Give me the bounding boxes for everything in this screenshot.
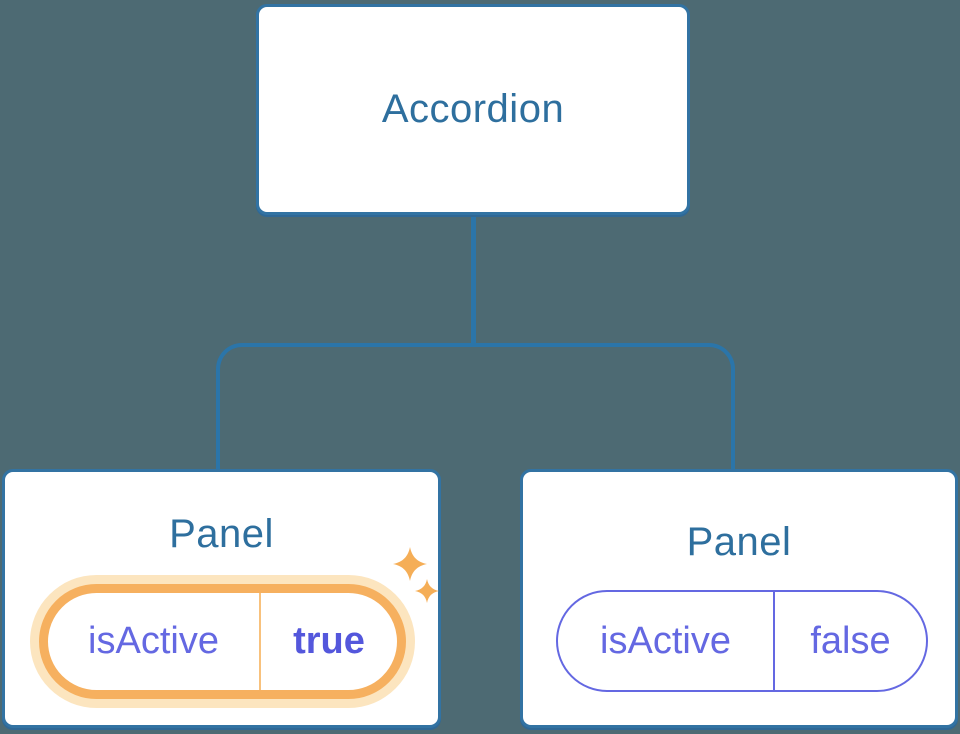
sparkle-icon-large xyxy=(393,547,427,581)
sparkle-icon-small xyxy=(415,579,439,603)
state-pill-inactive: isActive false xyxy=(556,590,928,692)
panel-node-active: Panel isActive true xyxy=(2,469,441,728)
state-value-cell: false xyxy=(810,619,891,662)
panel-title: Panel xyxy=(686,520,792,564)
root-node-label: Accordion xyxy=(381,87,565,131)
panel-node-inactive: Panel isActive false xyxy=(520,469,958,728)
connector-root-stem xyxy=(471,213,476,347)
state-value-cell: true xyxy=(293,620,365,662)
state-key-cell: isActive xyxy=(48,593,261,690)
state-key-cell: isActive xyxy=(558,592,775,690)
connector-branch xyxy=(216,343,735,469)
panel-title: Panel xyxy=(169,512,274,556)
root-node-accordion: Accordion xyxy=(256,4,690,215)
state-pill-active: isActive true xyxy=(39,584,406,699)
